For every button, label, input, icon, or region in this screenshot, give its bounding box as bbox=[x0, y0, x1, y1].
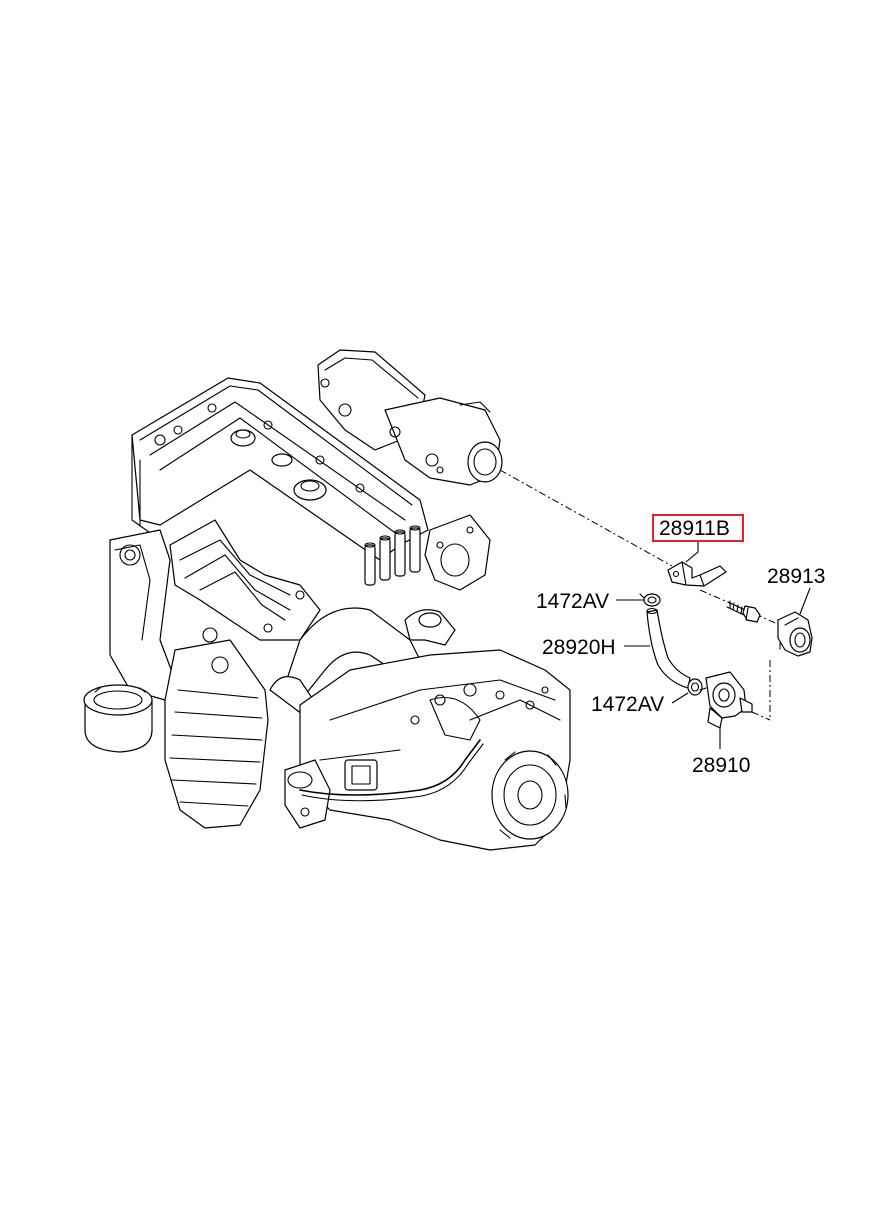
oil-filter bbox=[83, 684, 153, 753]
cap-part bbox=[777, 611, 813, 657]
engine-assembly-illustration bbox=[83, 349, 571, 851]
highlight-box bbox=[652, 514, 744, 542]
bracket-part bbox=[667, 561, 727, 587]
bolt-part bbox=[726, 600, 761, 623]
solenoid-valve-part bbox=[699, 671, 753, 729]
callout-1472av-upper: 1472AV bbox=[536, 590, 609, 613]
callout-28913: 28913 bbox=[767, 565, 825, 588]
callout-28911b: 28911B bbox=[659, 517, 730, 540]
ignition-coils bbox=[364, 525, 421, 586]
leader-lines bbox=[616, 541, 811, 749]
callout-28910: 28910 bbox=[692, 754, 750, 777]
lower-clamp-part bbox=[687, 678, 703, 696]
callout-labels: 28911B 28913 1472AV 28920H 1472AV 28910 bbox=[536, 514, 825, 777]
reference-lines bbox=[499, 469, 781, 721]
callout-28920h: 28920H bbox=[542, 636, 616, 659]
hose-part bbox=[646, 607, 691, 689]
callout-1472av-lower: 1472AV bbox=[591, 693, 664, 716]
